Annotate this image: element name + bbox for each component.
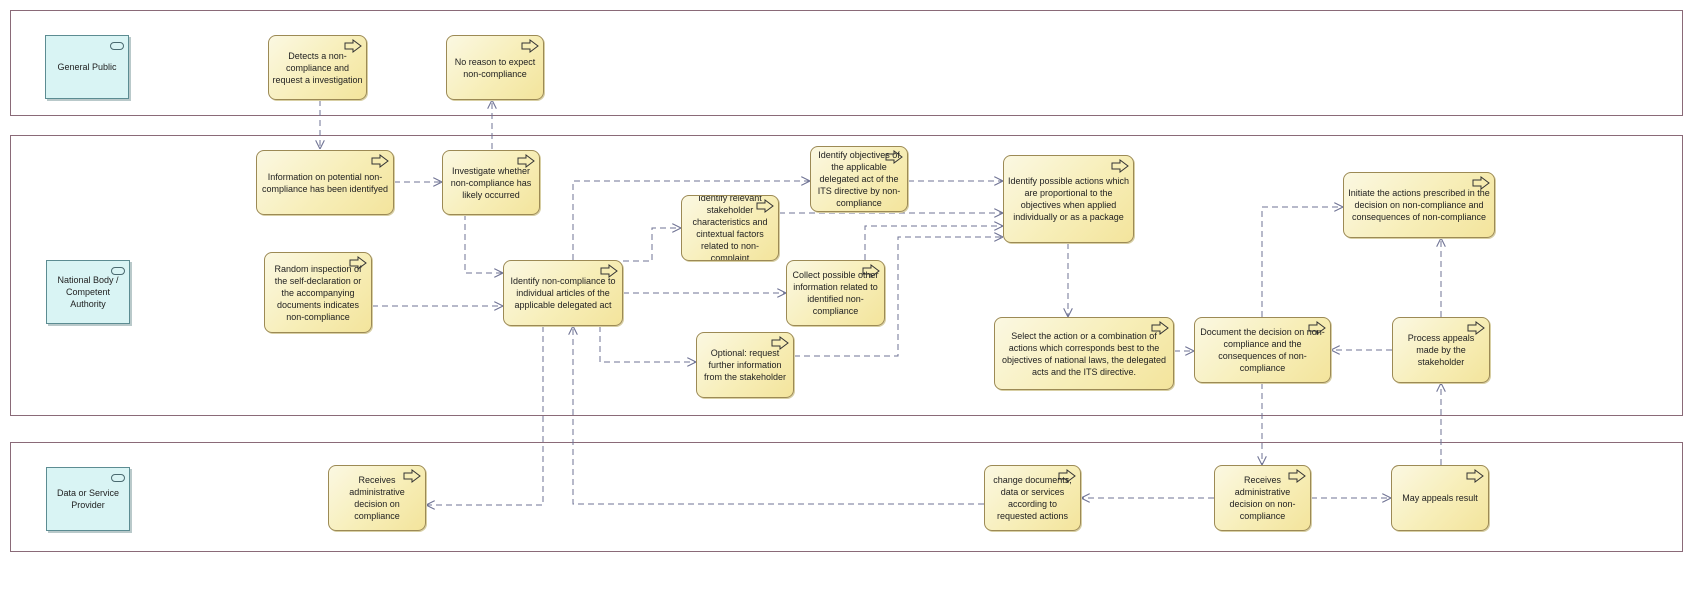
task-label: Receives administrative decision on comp… [349, 475, 405, 521]
process-arrow-icon [1308, 321, 1326, 335]
task-label: Information on potential non-compliance … [261, 171, 389, 194]
actor-role-icon [111, 474, 125, 482]
process-arrow-icon [1288, 469, 1306, 483]
process-arrow-icon [1058, 469, 1076, 483]
task-identify-objectives[interactable]: Identify objectives of the applicable de… [810, 146, 908, 212]
task-identify-articles[interactable]: Identify non-compliance to individual ar… [503, 260, 623, 326]
task-change-documents[interactable]: change documents, data or services accor… [984, 465, 1081, 531]
process-arrow-icon [1467, 321, 1485, 335]
process-arrow-icon [1466, 469, 1484, 483]
task-label: Investigate whether non-compliance has l… [450, 165, 532, 200]
edge-change-to-identify-articles [573, 326, 984, 505]
task-identify-stakeholder[interactable]: Identify relevant stakeholder characteri… [681, 195, 779, 261]
task-label: Initiate the actions prescribed in the d… [1348, 188, 1490, 222]
task-label: Identify non-compliance to individual ar… [510, 276, 616, 310]
process-arrow-icon [371, 154, 389, 168]
actor-general-public[interactable]: General Public [45, 35, 129, 99]
task-select-action[interactable]: Select the action or a combination of ac… [994, 317, 1174, 390]
task-label: Random inspection of the self-declaratio… [274, 263, 362, 322]
task-label: Document the decision on non-compliance … [1200, 327, 1325, 373]
task-receives-noncompliance[interactable]: Receives administrative decision on non-… [1214, 465, 1311, 531]
process-arrow-icon [1111, 159, 1129, 173]
process-arrow-icon [862, 264, 880, 278]
process-arrow-icon [349, 256, 367, 270]
task-identify-actions[interactable]: Identify possible actions which are prop… [1003, 155, 1134, 243]
task-label: Select the action or a combination of ac… [1001, 330, 1167, 377]
process-arrow-icon [756, 199, 774, 213]
task-label: Detects a non-compliance and request a i… [272, 50, 363, 85]
actor-national-body[interactable]: National Body / Competent Authority [46, 260, 130, 324]
process-arrow-icon [885, 150, 903, 164]
task-label: Process appeals made by the stakeholder [1407, 333, 1475, 367]
task-detects-non-compliance[interactable]: Detects a non-compliance and request a i… [268, 35, 367, 100]
actor-role-icon [110, 42, 124, 50]
task-receives-compliance[interactable]: Receives administrative decision on comp… [328, 465, 426, 531]
actor-label: National Body / Competent Authority [57, 275, 119, 309]
task-may-appeal[interactable]: May appeals result [1391, 465, 1489, 531]
task-document-decision[interactable]: Document the decision on non-compliance … [1194, 317, 1331, 383]
task-investigate[interactable]: Investigate whether non-compliance has l… [442, 150, 540, 215]
process-arrow-icon [517, 154, 535, 168]
edge-document-to-initiate [1261, 207, 1343, 317]
process-arrow-icon [403, 469, 421, 483]
task-label: Identify possible actions which are prop… [1007, 176, 1130, 222]
task-process-appeals[interactable]: Process appeals made by the stakeholder [1392, 317, 1490, 383]
edge-articles-to-stakeholder [623, 228, 681, 262]
task-label: May appeals result [1402, 493, 1478, 503]
task-random-inspection[interactable]: Random inspection of the self-declaratio… [264, 252, 372, 333]
task-collect-information[interactable]: Collect possible other information relat… [786, 260, 885, 326]
process-arrow-icon [771, 336, 789, 350]
task-no-reason[interactable]: No reason to expect non-compliance [446, 35, 544, 100]
process-arrow-icon [600, 264, 618, 278]
task-label: Identify relevant stakeholder characteri… [692, 195, 768, 261]
task-label: Collect possible other information relat… [792, 270, 879, 316]
actor-label: Data or Service Provider [56, 488, 120, 510]
actor-label: General Public [57, 62, 117, 72]
task-label: Optional: request further information fr… [703, 348, 787, 382]
process-arrow-icon [521, 39, 539, 53]
actor-data-provider[interactable]: Data or Service Provider [46, 467, 130, 531]
task-label: change documents, data or services accor… [993, 475, 1072, 521]
process-arrow-icon [344, 39, 362, 53]
edge-articles-to-receives-compliance [426, 326, 544, 505]
edge-collect-to-actions [864, 226, 1003, 260]
process-arrow-icon [1472, 176, 1490, 190]
task-information-identified[interactable]: Information on potential non-compliance … [256, 150, 394, 215]
edge-investigate-to-identify-articles [464, 214, 503, 273]
task-initiate-actions[interactable]: Initiate the actions prescribed in the d… [1343, 172, 1495, 238]
task-label: Receives administrative decision on non-… [1229, 475, 1296, 521]
edge-optional-to-actions [794, 237, 1003, 357]
actor-role-icon [111, 267, 125, 275]
task-label: No reason to expect non-compliance [454, 56, 536, 79]
edge-articles-to-optional [599, 326, 696, 362]
process-arrow-icon [1151, 321, 1169, 335]
task-optional-request[interactable]: Optional: request further information fr… [696, 332, 794, 398]
task-label: Identify objectives of the applicable de… [817, 150, 901, 208]
